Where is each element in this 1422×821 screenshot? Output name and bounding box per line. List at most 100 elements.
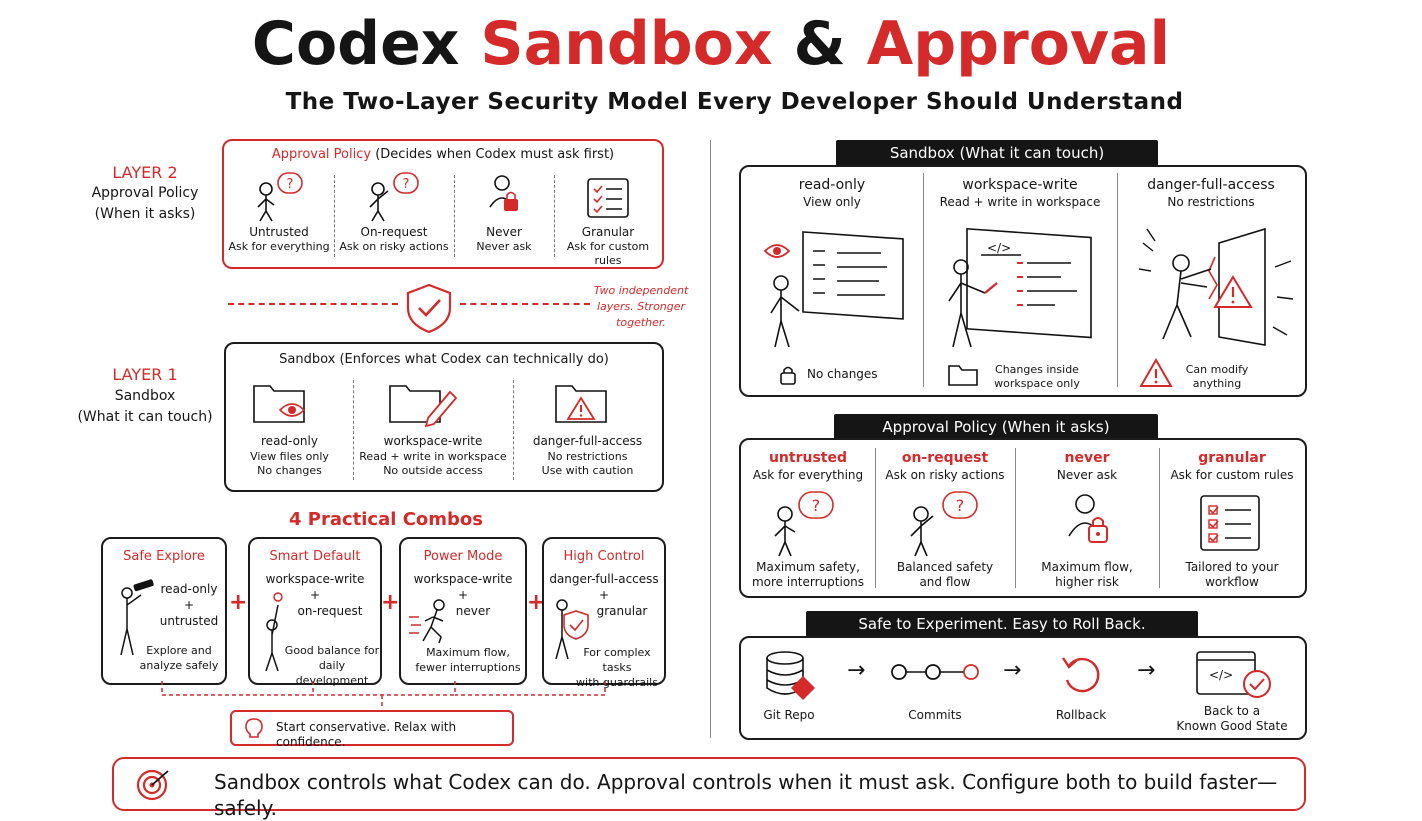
divider: [923, 173, 924, 387]
item-label: read-only: [261, 434, 318, 448]
rollback-icon: [1062, 657, 1100, 693]
item-desc: Never ask: [476, 240, 532, 253]
combo-name: Power Mode: [423, 549, 503, 564]
item-label: workspace-write: [383, 434, 483, 448]
banner-title: Approval Policy: [882, 418, 997, 436]
approval-col-on-request: on-request Ask on risky actions: [875, 448, 1015, 483]
sandbox-col-workspace-write: workspace-write Read + write in workspac…: [923, 175, 1117, 210]
experiment-panel: Git Repo → Commits → Rollback → </> Back…: [739, 636, 1307, 740]
approval-item-on-request: On-request Ask on risky actions: [334, 225, 454, 254]
divider: [353, 380, 354, 480]
layer1-tag: LAYER 1: [112, 365, 178, 384]
combo-plus: +: [457, 588, 469, 602]
person-question-icon: ?: [774, 491, 834, 557]
experiment-banner: Safe to Experiment. Easy to Roll Back.: [806, 611, 1198, 637]
sandbox-box-title-note: (Enforces what Codex can technically do): [339, 352, 609, 367]
combo-mode: danger-full-access: [549, 572, 659, 586]
person-writing-code-icon: [948, 227, 1092, 348]
divider: [875, 448, 876, 588]
target-icon: [136, 769, 169, 801]
banner-note: (When it asks): [1001, 418, 1110, 436]
folder-icon: [948, 365, 978, 386]
combo-mode: read-only: [160, 582, 218, 596]
git-repo-icon: [766, 651, 815, 700]
title-word-codex: Codex: [251, 9, 460, 79]
sandbox-box-title: Sandbox (Enforces what Codex can technic…: [226, 352, 662, 368]
combo-name: High Control: [563, 549, 645, 564]
item-desc: No restrictions: [547, 450, 628, 463]
sandbox-item-read-only: read-only View files only No changes: [226, 432, 353, 478]
combo-policy: never: [455, 604, 491, 618]
sandbox-box-title-main: Sandbox: [279, 352, 336, 367]
combo-name: Smart Default: [269, 549, 361, 564]
person-viewing-screen-icon: [763, 231, 904, 348]
code-glyph: </>: [1209, 668, 1234, 682]
combo-formula: workspace-write + never: [401, 571, 525, 619]
combo-desc-line: Good balance for: [284, 644, 380, 657]
item-label: danger-full-access: [532, 434, 643, 448]
combo-power-mode: Power Mode workspace-write + never Maxim…: [399, 537, 527, 685]
banner-note: (What it can touch): [959, 144, 1105, 162]
approval-item-untrusted: Untrusted Ask for everything: [224, 225, 334, 254]
layer2-name: Approval Policy: [91, 185, 199, 201]
approval-col-never: never Never ask: [1015, 448, 1159, 483]
layer2-label: LAYER 2 Approval Policy (When it asks): [70, 163, 220, 225]
footer-banner: Sandbox controls what Codex can do. Appr…: [112, 757, 1306, 820]
page-subtitle: The Two-Layer Security Model Every Devel…: [285, 89, 1184, 115]
col-foot-line: Maximum safety,: [756, 560, 860, 574]
item-desc: No changes: [257, 464, 322, 477]
flow-label: Commits: [908, 708, 962, 722]
col-foot: Maximum safety, more interruptions: [741, 560, 875, 590]
col-foot-line: Tailored to your: [1185, 560, 1279, 574]
combo-desc-line: For complex tasks: [583, 646, 651, 674]
item-desc: Ask on risky actions: [339, 240, 449, 253]
col-label: granular: [1198, 450, 1266, 466]
idea-person-icon: [265, 592, 283, 672]
arrow-icon: →: [847, 658, 866, 683]
combo-desc-line: daily development: [295, 659, 369, 687]
shield-note-line: layers. Stronger: [596, 300, 686, 313]
item-desc: Read + write in workspace: [359, 450, 507, 463]
flow-label-line: Back to a: [1203, 704, 1261, 718]
divider: [1117, 173, 1118, 387]
arrow-icon: →: [1137, 658, 1156, 683]
col-sub: Ask on risky actions: [885, 468, 1005, 482]
item-label: Granular: [581, 225, 635, 239]
shield-check-icon: [406, 283, 452, 334]
approval-banner: Approval Policy (When it asks): [834, 414, 1158, 440]
shield-note: Two independent layers. Stronger togethe…: [592, 283, 690, 331]
col-foot-line: anything: [1192, 377, 1242, 390]
layer1-name: Sandbox: [114, 388, 176, 404]
sandbox-col-danger-full-access: danger-full-access No restrictions: [1117, 175, 1305, 210]
col-foot: Balanced safety and flow: [875, 560, 1015, 590]
svg-text:?: ?: [812, 496, 821, 515]
combo-plus-sign: +: [381, 590, 400, 615]
item-desc: No outside access: [383, 464, 483, 477]
col-label: untrusted: [768, 450, 848, 466]
combo-name: Safe Explore: [123, 549, 205, 564]
sandbox-item-danger-full-access: danger-full-access No restrictions Use w…: [513, 432, 662, 478]
combo-policy: on-request: [297, 604, 363, 618]
item-label: Never: [486, 225, 522, 239]
col-foot-line: Changes inside: [995, 363, 1079, 376]
center-divider: [710, 140, 711, 738]
lightbulb-icon: [245, 718, 263, 738]
col-label: danger-full-access: [1147, 177, 1275, 193]
lock-icon: [780, 366, 796, 385]
folder-warning-icon: [555, 385, 607, 423]
layer2-tag: LAYER 2: [112, 163, 178, 182]
col-foot-line: more interruptions: [751, 575, 865, 589]
shield-note-line: Two independent: [593, 284, 689, 297]
untrusted-person-icon: ?: [257, 172, 303, 222]
approval-item-granular: Granular Ask for custom rules: [554, 225, 662, 268]
combo-plus: +: [309, 588, 321, 602]
tip-text: Start conservative. Relax with confidenc…: [276, 720, 457, 749]
item-desc: Ask for custom rules: [566, 240, 650, 267]
combo-plus-sign: +: [527, 590, 546, 615]
folder-pencil-icon: [389, 385, 458, 428]
tip-box: Start conservative. Relax with confidenc…: [230, 710, 514, 749]
approval-box-title-main: Approval Policy: [271, 147, 372, 162]
approval-policy-box: Approval Policy (Decides when Codex must…: [222, 139, 664, 269]
divider: [554, 175, 555, 257]
item-label: Untrusted: [249, 225, 309, 239]
